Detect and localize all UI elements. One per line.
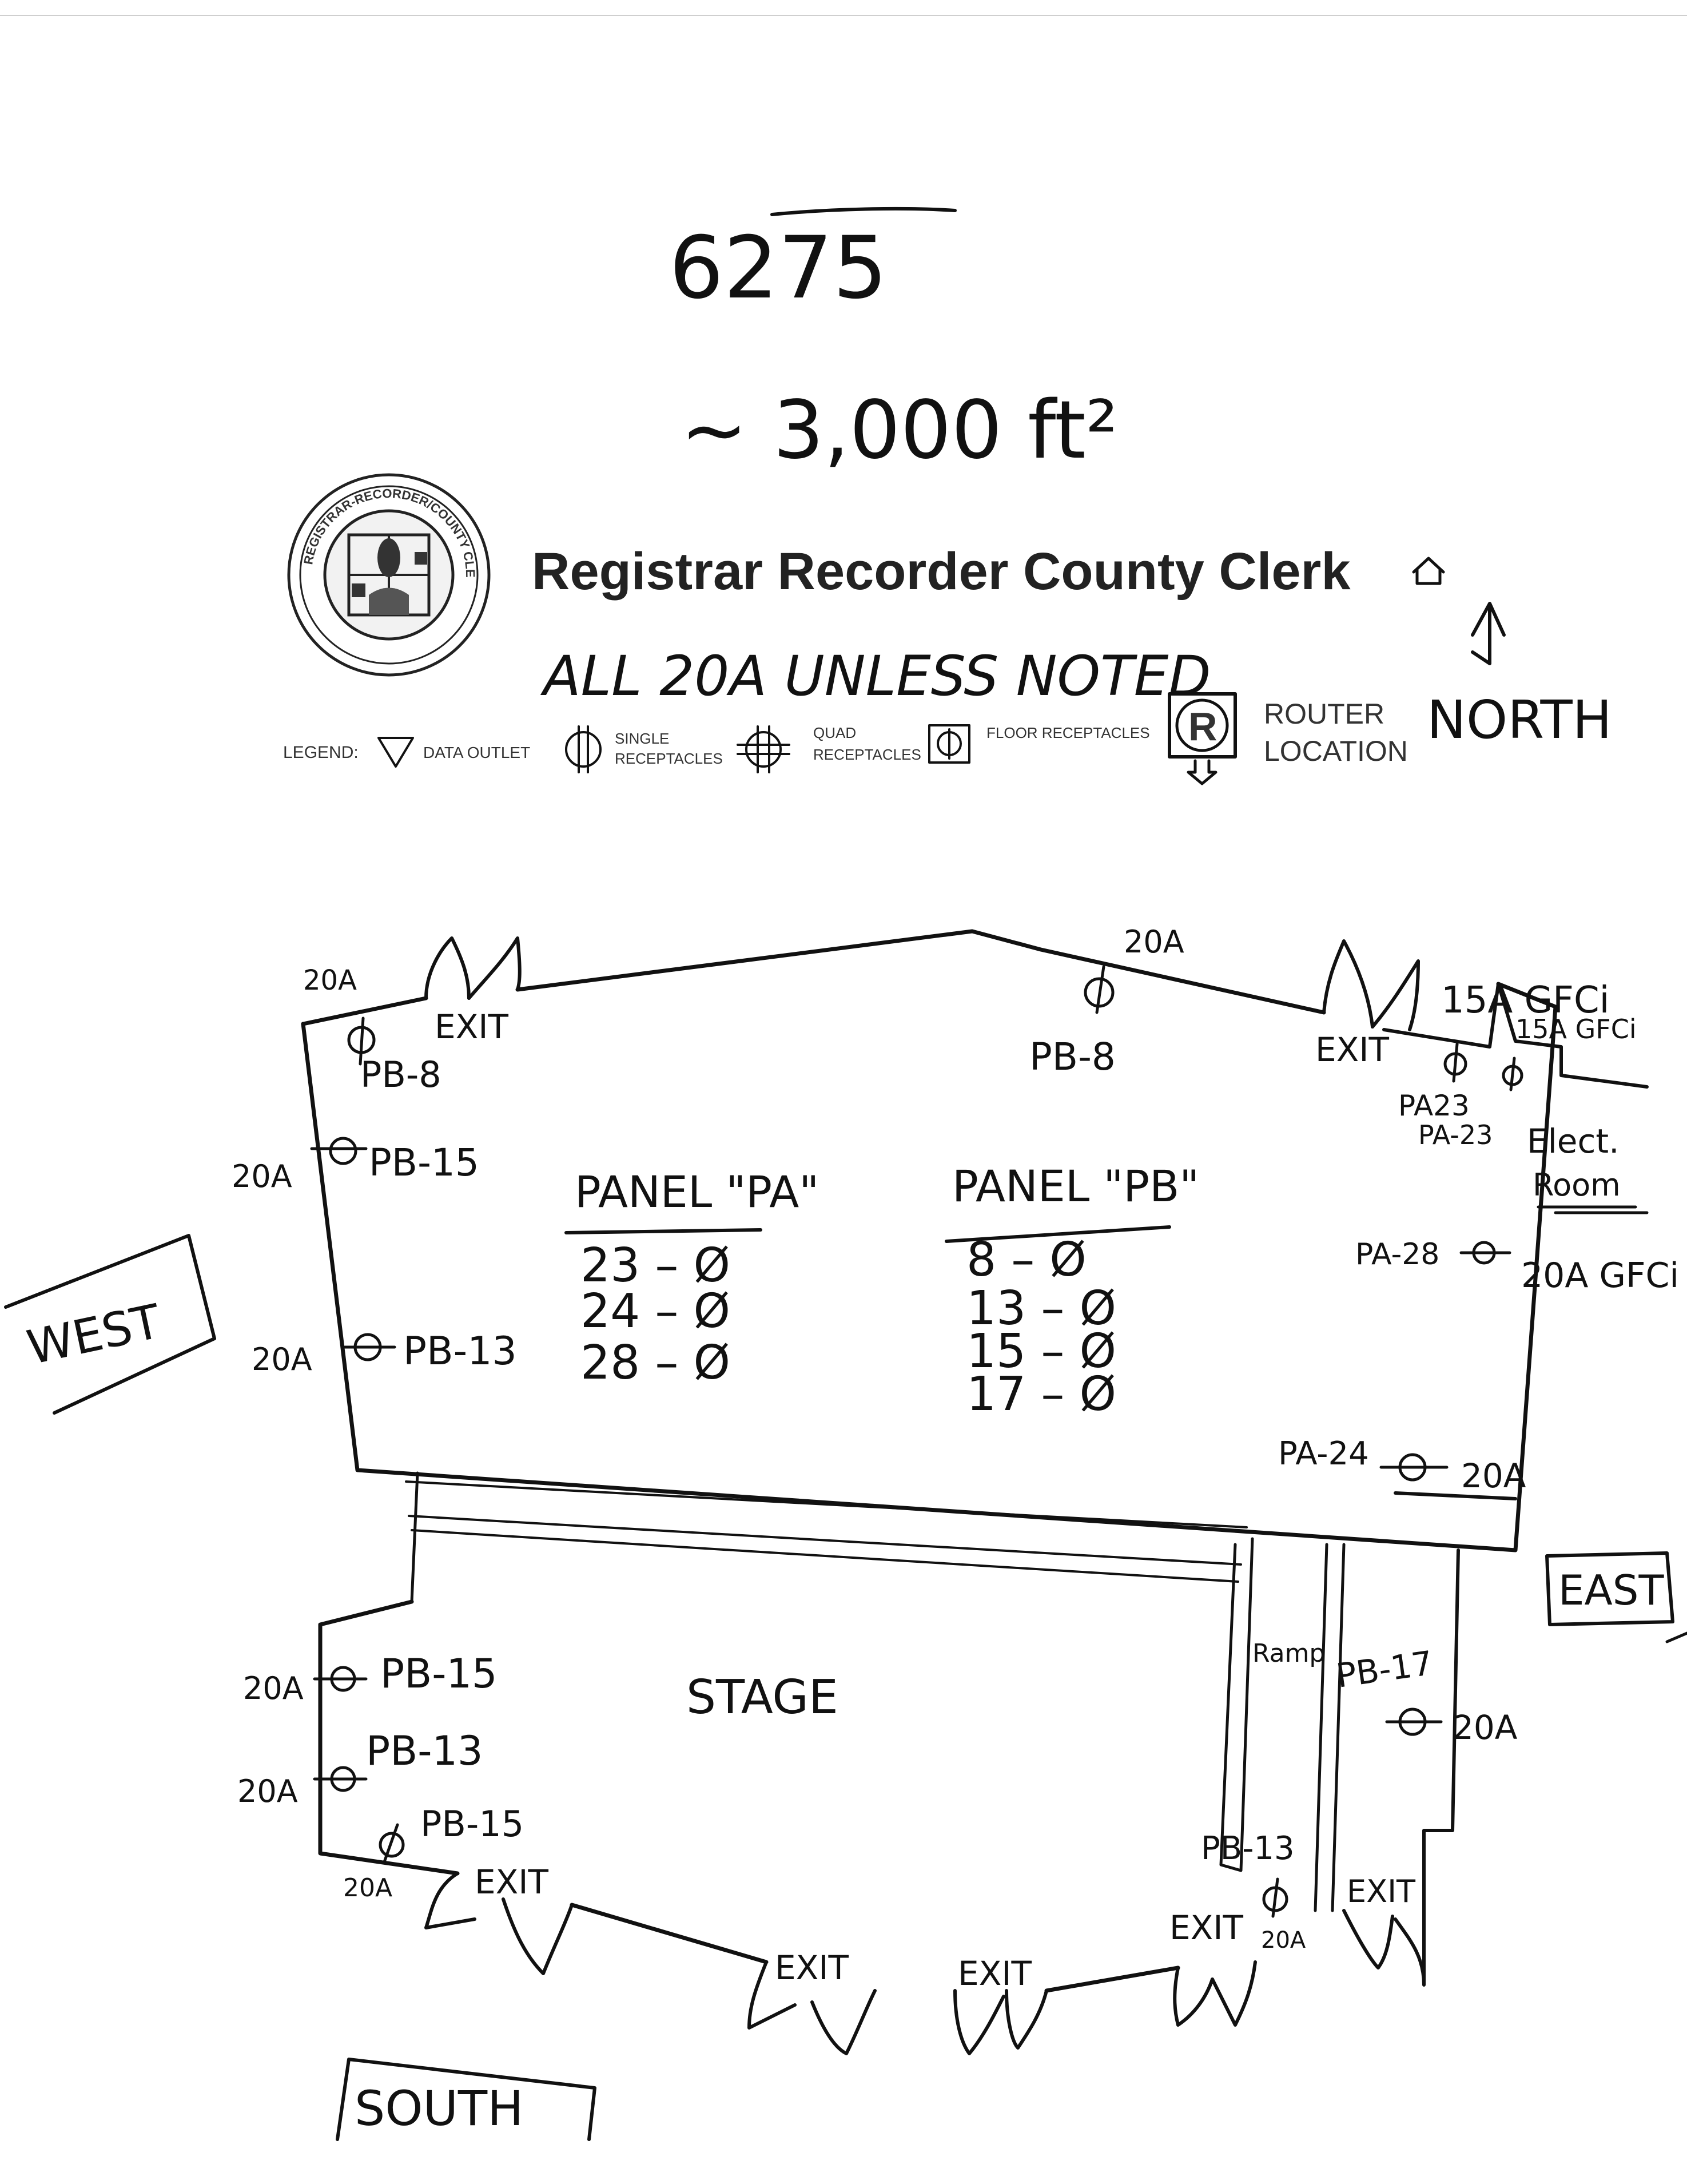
ramp-label: Ramp — [1252, 1639, 1325, 1668]
outlet-circuit: PA-24 — [1278, 1435, 1369, 1472]
panel-pa-row: 28 – Ø — [580, 1336, 730, 1390]
receptacle-icon — [313, 1666, 368, 1692]
outlet-circuit: PA-28 — [1355, 1237, 1439, 1272]
outlet-amp: 20A — [252, 1341, 312, 1377]
receptacle-icon — [1084, 965, 1115, 1014]
panel-pa-title: PANEL "PA" — [575, 1166, 819, 1217]
floor-receptacle-icon — [928, 724, 970, 764]
gfci-label: 15A GFCi — [1515, 1014, 1637, 1045]
legend-label: LEGEND: — [283, 743, 359, 762]
panel-pa-row: 23 – Ø — [580, 1238, 730, 1293]
legend-quad-label-2: RECEPTACLES — [813, 746, 921, 763]
svg-text:R: R — [1188, 704, 1217, 749]
outlet-amp: 20A — [1453, 1708, 1518, 1747]
outlet-circuit: PB-15 — [369, 1141, 479, 1185]
south-label-box: SOUTH — [336, 2058, 596, 2141]
outlet-circuit: PA-23 — [1418, 1119, 1493, 1150]
legend-router-label-1: ROUTER — [1264, 698, 1384, 730]
panel-pb-row: 17 – Ø — [966, 1367, 1116, 1421]
outlet-circuit: PA23 — [1398, 1089, 1470, 1122]
area-label: ~ 3,000 ft² — [681, 384, 1118, 477]
seal-ring-text: REGISTRAR-RECORDER/COUNTY CLERK · COUNTY… — [0, 0, 478, 578]
data-outlet-icon — [377, 737, 414, 768]
receptacle-icon — [1385, 1708, 1443, 1736]
panel-pb-title: PANEL "PB" — [952, 1161, 1199, 1212]
legend-data-outlet-label: DATA OUTLET — [423, 744, 530, 761]
home-icon — [1412, 557, 1445, 585]
outlet-amp: 20A — [232, 1158, 292, 1194]
panel-pa-row: 24 – Ø — [580, 1284, 730, 1339]
outlet-circuit: PB-8 — [1029, 1035, 1116, 1079]
receptacle-icon — [313, 1766, 368, 1792]
project-number: 6275 — [669, 219, 888, 318]
legend-single-label-1: SINGLE — [615, 730, 669, 747]
panel-pb-row: 13 – Ø — [966, 1281, 1116, 1336]
legend: LEGEND: DATA OUTLET SINGLE RECEPTACLES Q… — [283, 692, 1408, 785]
exit-label-s3: EXIT — [958, 1954, 1032, 1993]
router-icon: R — [1168, 692, 1237, 785]
receptacle-icon — [1459, 1241, 1511, 1265]
exit-label-se: EXIT — [1347, 1873, 1416, 1909]
exit-label-s4: EXIT — [1169, 1908, 1243, 1947]
west-label: WEST — [22, 1294, 166, 1376]
south-label: SOUTH — [355, 2080, 523, 2137]
receptacle-icon — [347, 1016, 376, 1066]
elect-room-label-1: Elect. — [1527, 1122, 1620, 1161]
scan-edge — [0, 15, 1687, 16]
outlet-circuit: PB-15 — [380, 1650, 498, 1697]
project-number-underline — [770, 207, 957, 216]
legend-single-label-2: RECEPTACLES — [615, 750, 723, 767]
receptacle-icon — [340, 1333, 396, 1361]
outlet-circuit: PB-13 — [403, 1329, 517, 1374]
panel-pb-row: 15 – Ø — [966, 1324, 1116, 1379]
exit-label-nw: EXIT — [435, 1007, 508, 1046]
quad-receptacle-icon — [737, 725, 790, 773]
outlet-circuit: PB-15 — [420, 1803, 524, 1845]
east-label: EAST — [1558, 1566, 1664, 1614]
gfci-label: 15A GFCi — [1441, 979, 1609, 1022]
outlet-amp: 20A — [303, 964, 357, 996]
outlet-circuit: PB-8 — [360, 1054, 441, 1095]
outlet-amp: 20A — [237, 1773, 298, 1809]
exit-label-ne: EXIT — [1315, 1030, 1389, 1069]
north-label: NORTH — [1427, 689, 1612, 750]
outlet-circuit: PB-17 — [1334, 1643, 1435, 1695]
exit-label-s1: EXIT — [475, 1863, 548, 1901]
outlet-amp: 20A — [243, 1670, 304, 1706]
panel-pb-row: 8 – Ø — [966, 1233, 1087, 1287]
receptacle-icon — [1443, 1042, 1523, 1091]
north-arrow-icon — [1471, 602, 1506, 665]
panel-pb-schedule: PANEL "PB" 8 – Ø 13 – Ø 15 – Ø 17 – Ø — [945, 1161, 1199, 1421]
single-receptacle-icon — [565, 725, 602, 773]
receptacle-icon — [310, 1137, 368, 1165]
legend-quad-label-1: QUAD — [813, 724, 856, 741]
stage-label: STAGE — [686, 1670, 838, 1725]
exit-label-s2: EXIT — [775, 1948, 849, 1987]
panel-pa-schedule: PANEL "PA" 23 – Ø 24 – Ø 28 – Ø — [564, 1166, 819, 1390]
outlet-circuit: PB-13 — [1201, 1830, 1295, 1867]
legend-floor-label: FLOOR RECEPTACLES — [986, 724, 1150, 741]
building-outline — [301, 929, 1649, 2055]
outlet-amp: 20A GFCi — [1521, 1256, 1679, 1296]
receptacle-icon — [379, 1823, 405, 1864]
receptacle-icon — [1379, 1453, 1449, 1482]
outlet-amp: 20A — [343, 1873, 392, 1903]
outlet-amp: 20A — [1124, 924, 1184, 960]
legend-router-label-2: LOCATION — [1264, 735, 1408, 767]
outlet-amp: 20A — [1261, 1927, 1306, 1953]
receptacle-icon — [1262, 1877, 1288, 1918]
elect-room-label-2: Room — [1533, 1167, 1621, 1203]
east-label-box: EAST — [1545, 1551, 1687, 1643]
agency-title: Registrar Recorder County Clerk — [532, 542, 1351, 601]
west-label-box: WEST — [4, 1234, 216, 1415]
outlet-amp: 20A — [1461, 1456, 1526, 1495]
county-seal: REGISTRAR-RECORDER/COUNTY CLERK · COUNTY… — [0, 0, 491, 677]
outlet-circuit: PB-13 — [366, 1728, 483, 1774]
general-note: ALL 20A UNLESS NOTED — [540, 644, 1211, 708]
